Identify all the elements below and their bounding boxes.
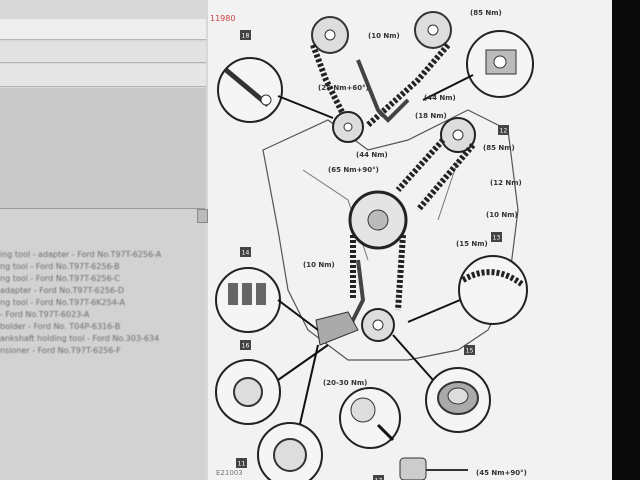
callout-number: 16	[240, 340, 251, 350]
figure-number: 11980	[210, 14, 236, 23]
left-cam-sprocket-1	[311, 16, 349, 54]
jackshaft-sprocket	[348, 190, 408, 250]
timing-chain-diagram: 11 12 13 14 15 16 17 18 (85 Nm) (10 Nm) (25 Nm+60…	[215, 9, 534, 480]
svg-text:11: 11	[238, 461, 246, 468]
detail-view-left-middle	[215, 267, 281, 333]
leader-line	[277, 344, 329, 381]
page-code: E21003	[216, 469, 243, 477]
torque-label: (10 Nm)	[486, 211, 518, 219]
torque-label: (44 Nm)	[356, 151, 388, 159]
special-tools-list: ing tool - adapter - Ford No.T97T-6256-A…	[0, 249, 205, 357]
toolbar-strip[interactable]	[0, 19, 206, 40]
primary-chain-upper	[310, 43, 451, 128]
list-item: nsioner - Ford No.T97T-6256-F	[0, 346, 121, 355]
idler-sprocket	[332, 111, 364, 143]
torque-label: (15 Nm)	[456, 240, 488, 248]
leader-line	[299, 344, 319, 425]
menu-strip[interactable]	[0, 64, 206, 87]
right-chain	[395, 137, 476, 212]
torque-label: (12 Nm)	[490, 179, 522, 187]
crankshaft-sprocket	[361, 308, 395, 342]
callout-number: 12	[498, 125, 509, 135]
torque-label: (20-30 Nm)	[323, 379, 367, 387]
detail-view-left-lower	[215, 359, 281, 425]
timing-chain-diagram-page: 11980	[208, 0, 612, 480]
chain-guide-upper	[356, 59, 410, 123]
callout-number: 18	[240, 30, 251, 40]
callout-number: 11	[236, 458, 247, 468]
callout-number: 17	[373, 475, 384, 480]
list-item: bolder - Ford No. T04P-6316-B	[0, 322, 121, 331]
leader-line	[407, 299, 461, 323]
lower-chain	[350, 234, 406, 311]
torque-label: (44 Nm)	[424, 94, 456, 102]
callout-number: 15	[464, 345, 475, 355]
torque-label: (10 Nm)	[303, 261, 335, 269]
svg-text:14: 14	[242, 250, 250, 257]
callout-number: 14	[240, 247, 251, 257]
torque-label: (10 Nm)	[368, 32, 400, 40]
leader-line	[392, 334, 434, 381]
left-cam-sprocket-2	[414, 11, 452, 49]
upper-pane	[0, 88, 206, 208]
list-item: ng tool - Ford No.T97T-6256-B	[0, 262, 120, 271]
bolt-illustration	[399, 457, 468, 480]
torque-label: (85 Nm)	[470, 9, 502, 17]
svg-text:15: 15	[466, 348, 474, 355]
svg-text:12: 12	[500, 128, 508, 135]
list-item: ng tool - Ford No.T97T-6256-C	[0, 274, 121, 283]
leader-line	[277, 95, 334, 119]
detail-view-bottom	[257, 422, 323, 480]
monitor-screen: ing tool - adapter - Ford No.T97T-6256-A…	[0, 0, 612, 480]
detail-view-center-lower	[339, 387, 401, 449]
svg-text:16: 16	[242, 343, 250, 350]
address-strip[interactable]	[0, 42, 206, 63]
torque-label: (25 Nm+60°)	[318, 84, 369, 92]
list-item: ng tool - Ford No.T97T-6K254-A	[0, 298, 125, 307]
svg-text:18: 18	[242, 33, 250, 40]
application-window: ing tool - adapter - Ford No.T97T-6256-A…	[0, 0, 208, 480]
panel-scroll-button[interactable]	[197, 209, 208, 223]
list-item: - Ford No.T97T-6023-A	[0, 310, 90, 319]
torque-label: (18 Nm)	[415, 112, 447, 120]
svg-text:13: 13	[493, 235, 501, 242]
monitor-bezel	[612, 0, 640, 480]
detail-view-right-lower	[425, 367, 491, 433]
torque-label: (85 Nm)	[483, 144, 515, 152]
list-item: ankshaft holding tool - Ford No.303-634	[0, 334, 160, 343]
leader-line	[422, 74, 474, 101]
list-item: adapter - Ford No.T97T-6256-D	[0, 286, 125, 295]
special-tools-panel: ing tool - adapter - Ford No.T97T-6256-A…	[0, 208, 205, 480]
torque-label: (45 Nm+90°)	[476, 469, 527, 477]
list-item: ing tool - adapter - Ford No.T97T-6256-A	[0, 250, 162, 259]
svg-text:17: 17	[375, 478, 383, 480]
detail-view-right-middle	[458, 255, 528, 325]
leader-line	[277, 299, 319, 331]
torque-label: (65 Nm+90°)	[328, 166, 379, 174]
callout-number: 13	[491, 232, 502, 242]
detail-view-top-left	[217, 57, 283, 123]
tensioner-arm	[315, 311, 359, 346]
detail-view-top-right	[466, 30, 534, 98]
right-cam-sprocket	[440, 117, 476, 153]
